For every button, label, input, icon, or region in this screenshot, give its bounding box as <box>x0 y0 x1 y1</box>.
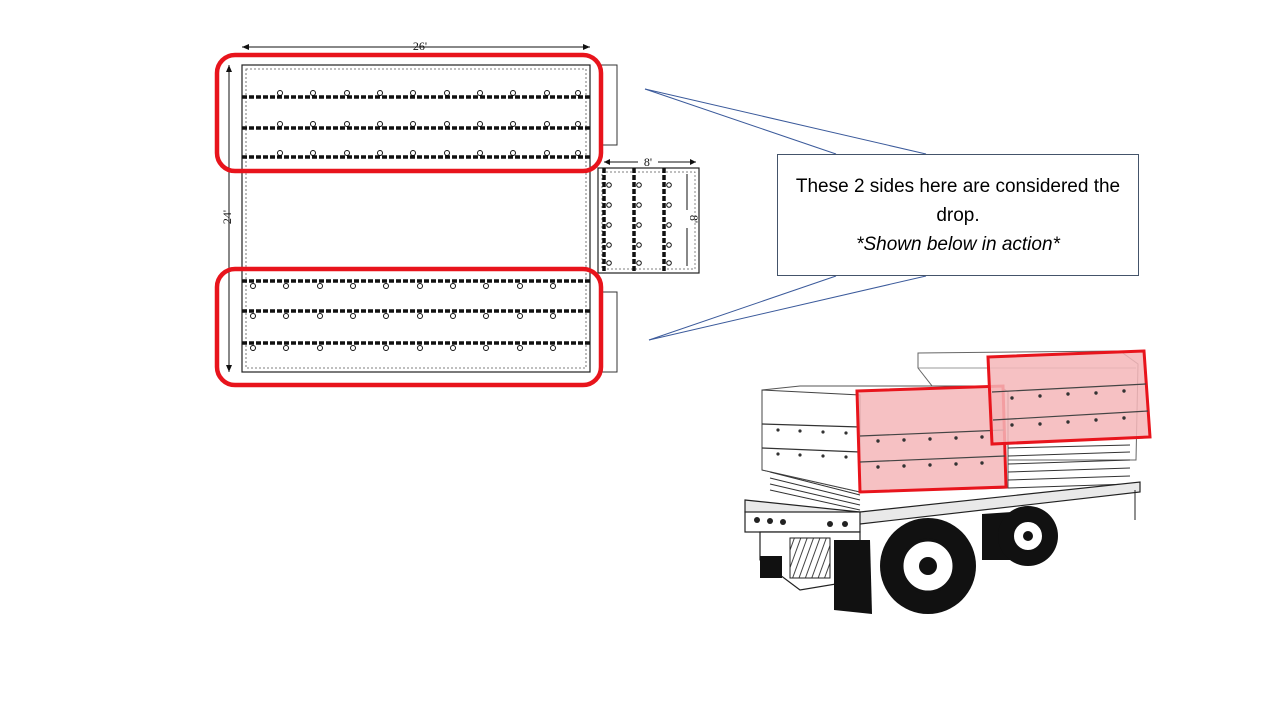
end-panel: 8' 8' <box>597 154 701 274</box>
dimension-length-label: 26' <box>413 39 427 53</box>
trailer-side-drop-highlight <box>855 384 1008 494</box>
dimension-width-label: 24' <box>220 210 234 224</box>
callout-line-1: These 2 sides here are considered the <box>795 175 1121 197</box>
trailer-rear-drop-highlight <box>986 349 1152 446</box>
explanation-callout: These 2 sides here are considered the dr… <box>777 154 1139 276</box>
top-drop-grommets <box>277 90 581 156</box>
top-drop-highlight <box>214 52 604 174</box>
callout-line-2: drop. <box>936 204 980 226</box>
bottom-drop-grommets <box>250 283 556 351</box>
top-drop-seams <box>242 95 590 159</box>
tarp-plan-drawing: 26' 24' <box>220 39 701 373</box>
bottom-drop-highlight <box>214 266 604 388</box>
callout-pointer-lines <box>644 88 927 341</box>
end-depth-label: 8' <box>687 215 701 223</box>
callout-note: *Shown below in action* <box>856 233 1060 255</box>
trailer-wheel-rear <box>998 506 1058 566</box>
trailer-wheel-front <box>880 518 976 614</box>
bottom-drop-seams <box>242 279 590 345</box>
end-width-label: 8' <box>644 155 652 169</box>
